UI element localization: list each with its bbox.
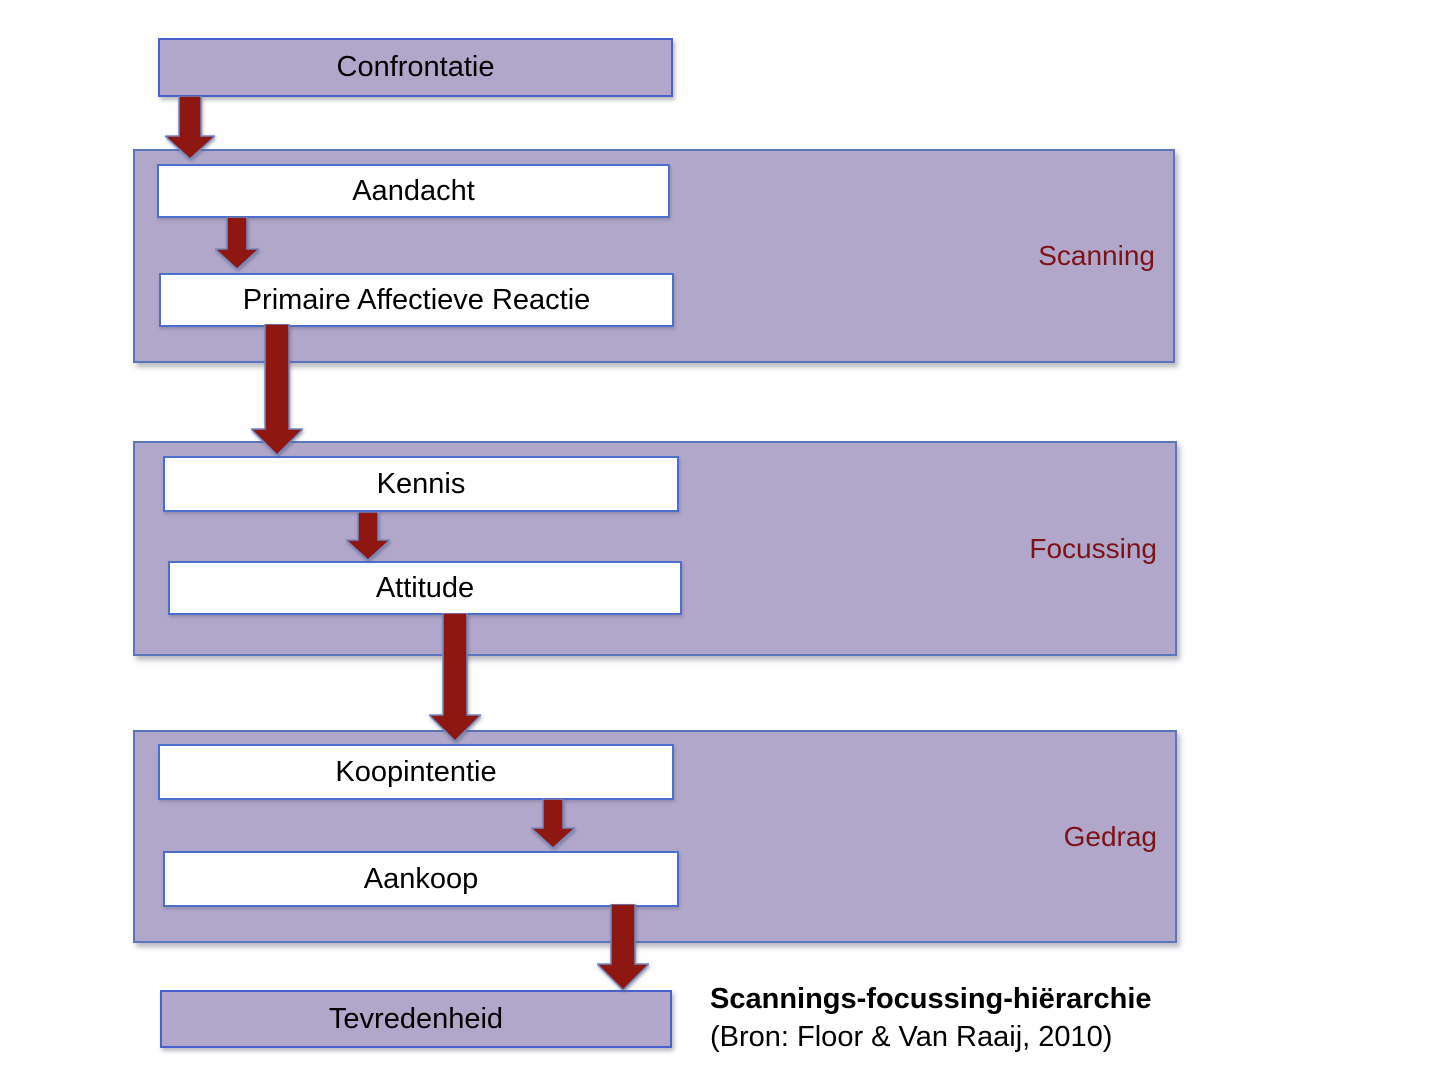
step-aandacht: Aandacht (157, 164, 670, 218)
step-attitude: Attitude (168, 561, 682, 615)
flow-arrow-down-icon (251, 324, 303, 455)
flow-arrow-down-icon (215, 217, 259, 269)
caption-title: Scannings-focussing-hiërarchie (710, 983, 1152, 1015)
caption-source: (Bron: Floor & Van Raaij, 2010) (710, 1021, 1113, 1053)
step-label: Koopintentie (335, 755, 497, 788)
step-aankoop: Aankoop (163, 851, 679, 907)
flow-arrow-down-icon (429, 613, 481, 741)
flow-arrow-down-icon (346, 512, 390, 560)
step-kennis: Kennis (163, 456, 679, 512)
stage-label-focussing: Focussing (1029, 532, 1157, 564)
flow-arrow-down-icon (165, 96, 215, 159)
stage-label-gedrag: Gedrag (1063, 820, 1157, 852)
step-primaire-affectieve-reactie: Primaire Affectieve Reactie (159, 273, 674, 327)
stage-focussing: Kennis Attitude Focussing (133, 441, 1177, 656)
step-koopintentie: Koopintentie (158, 744, 674, 800)
step-label: Primaire Affectieve Reactie (242, 283, 591, 316)
step-label: Aankoop (363, 862, 479, 895)
caption: Scannings-focussing-hiërarchie (Bron: Fl… (710, 980, 1152, 1056)
stage-label-scanning: Scanning (1038, 240, 1155, 271)
step-label: Kennis (376, 467, 466, 500)
flow-arrow-down-icon (531, 799, 575, 848)
step-label: Attitude (375, 571, 475, 604)
node-label: Tevredenheid (328, 1002, 504, 1035)
stage-scanning: Aandacht Primaire Affectieve Reactie Sca… (133, 149, 1175, 363)
step-label: Aandacht (352, 174, 475, 207)
node-tevredenheid: Tevredenheid (160, 990, 672, 1048)
node-label: Confrontatie (336, 51, 495, 83)
stage-gedrag: Koopintentie Aankoop Gedrag (133, 730, 1177, 943)
node-confrontatie: Confrontatie (158, 38, 673, 97)
flow-arrow-down-icon (597, 904, 649, 990)
